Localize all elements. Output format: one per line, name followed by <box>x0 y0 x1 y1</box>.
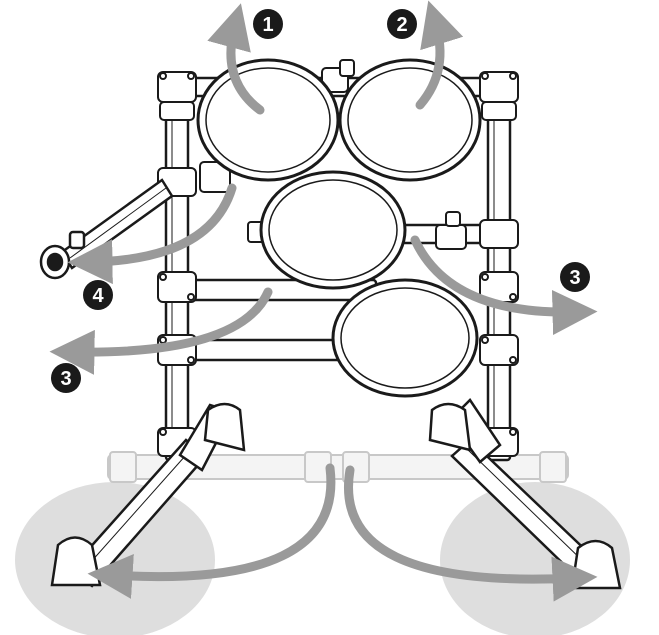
foot-front-left <box>50 536 102 587</box>
step-badge-4: 4 <box>83 280 113 310</box>
arrow-step-1 <box>207 3 265 115</box>
clamp <box>481 101 517 121</box>
step-badge-1-label: 1 <box>262 14 273 36</box>
drum-pads <box>196 58 482 398</box>
foot-rear-left <box>203 402 246 452</box>
step-badge-2-label: 2 <box>396 14 407 36</box>
clamp <box>159 101 195 121</box>
clamp <box>479 334 519 366</box>
step-badge-1: 1 <box>253 9 283 39</box>
foot-rear-right <box>428 402 472 452</box>
step-badge-3-right: 3 <box>560 262 590 292</box>
arrow-leg-right-swing <box>344 465 598 602</box>
step-badge-3-left-label: 3 <box>60 368 71 390</box>
ghost-bottom-bar <box>107 454 569 480</box>
upright-right <box>486 73 512 462</box>
arrow-step-3-right <box>410 235 598 336</box>
step-badge-3-right-label: 3 <box>569 267 580 289</box>
step-badge-2: 2 <box>387 9 417 39</box>
foot-front-right <box>570 539 622 590</box>
ghost-foot-right <box>539 451 567 483</box>
arrow-leg-left-swing <box>87 463 336 599</box>
clamp <box>157 271 197 303</box>
step-badge-3-left: 3 <box>51 363 81 393</box>
arrow-step-3-left <box>49 287 273 375</box>
ghost-foot-left <box>109 451 137 483</box>
arrow-step-2 <box>415 0 464 110</box>
step-badges: 1 2 3 4 3 <box>51 9 590 393</box>
arrow-step-4 <box>67 183 237 285</box>
upright-left <box>164 73 190 462</box>
clamp <box>479 219 519 249</box>
step-badge-4-label: 4 <box>92 285 104 307</box>
direction-arrows <box>49 0 598 602</box>
